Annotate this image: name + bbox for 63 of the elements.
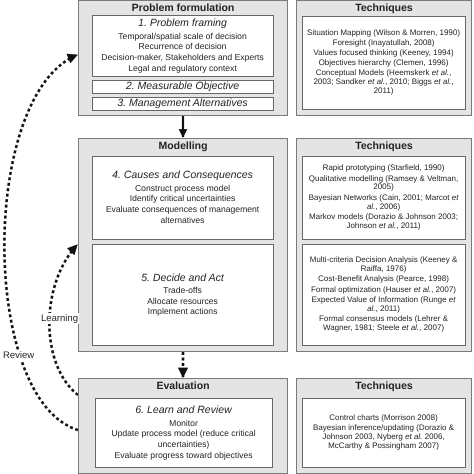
step-item: Construct process model bbox=[134, 182, 230, 194]
step-item: Recurrence of decision bbox=[138, 41, 226, 52]
step-box bbox=[92, 14, 274, 76]
edge-label: Review bbox=[2, 350, 36, 361]
step-item: Evaluate consequences of management alternatives bbox=[104, 204, 260, 226]
technique-citation: Cost-Benefit Analysis (Pearce, 1998) bbox=[318, 275, 449, 284]
step-title: 6. Learn and Review bbox=[135, 404, 232, 418]
panel-title: Evaluation bbox=[155, 380, 211, 392]
technique-citation: Values focused thinking (Keeney, 1994) bbox=[313, 49, 454, 58]
step-title: 5. Decide and Act bbox=[141, 272, 224, 285]
step-box bbox=[92, 80, 274, 94]
technique-citation: Bayesian inference/updating (Dorazio & Johnson 2003, Nyberg et al. 2006, McCarthy & Possingham 2007) bbox=[312, 424, 455, 451]
step-box bbox=[92, 244, 274, 346]
step-title: 3. Management Alternatives bbox=[117, 96, 248, 110]
technique-citation: Formal optimization (Hauser et al., 2007) bbox=[311, 286, 456, 294]
panel-title: Techniques bbox=[354, 380, 414, 392]
step-item: Monitor bbox=[169, 418, 198, 428]
step-title: 4. Causes and Consequences bbox=[112, 169, 253, 183]
step-item: Update process model (reduce critical uncertainties) bbox=[110, 428, 257, 450]
technique-citation: Expected Value of Information (Runge et al., 2011) bbox=[310, 296, 457, 314]
step-item: Evaluate progress toward objectives bbox=[114, 450, 253, 461]
step-item: Allocate resources bbox=[147, 296, 218, 306]
stage-panel bbox=[296, 378, 472, 474]
step-title: 1. Problem framing bbox=[138, 17, 227, 31]
stage-panel bbox=[296, 138, 472, 352]
panel-title: Techniques bbox=[354, 140, 414, 152]
stage-panel bbox=[78, 138, 288, 352]
step-box bbox=[94, 398, 272, 468]
arrow bbox=[48, 244, 79, 396]
technique-citation: Markov models (Dorazio & Johnson 2003; Johnson et al., 2011) bbox=[308, 212, 459, 231]
step-box bbox=[92, 156, 274, 240]
technique-citation: Conceptual Models (Heemskerk et al., 2003; Sandker et al., 2010; Biggs et al., 2011) bbox=[312, 69, 455, 96]
stage-panel bbox=[296, 0, 472, 116]
arrow bbox=[3, 54, 79, 432]
step-item: Legal and regulatory context bbox=[128, 62, 237, 74]
step-box bbox=[92, 96, 274, 110]
techniques-box bbox=[302, 398, 466, 468]
panel-title: Problem formulation bbox=[130, 2, 236, 14]
technique-citation: Objectives hierarchy (Clemen, 1996) bbox=[318, 59, 448, 68]
technique-citation: Qualitative modelling (Ramsey & Veltman, 2005) bbox=[308, 174, 460, 192]
arrow bbox=[178, 352, 188, 378]
technique-citation: Formal consensus models (Lehrer & Wagner, 1981; Steele et al., 2007) bbox=[318, 314, 449, 333]
panel-title: Techniques bbox=[354, 2, 414, 14]
step-item: Decision-maker, Stakeholders and Experts bbox=[101, 52, 264, 63]
technique-citation: Situation Mapping (Wilson & Morren, 1990) bbox=[307, 28, 460, 38]
technique-citation: Control charts (Morrison 2008) bbox=[329, 414, 438, 423]
technique-citation: Rapid prototyping (Starfield, 1990) bbox=[322, 164, 444, 174]
technique-citation: Foresight (Inayatullah, 2008) bbox=[332, 38, 434, 48]
step-title: 2. Measurable Objective bbox=[126, 80, 240, 94]
step-item: Temporal/spatial scale of decision bbox=[118, 30, 247, 42]
step-item: Identify critical uncertainties bbox=[130, 193, 236, 204]
edge-label: Learning bbox=[40, 313, 79, 324]
technique-citation: Bayesian Networks (Cain, 2001; Marcot et al., 2006) bbox=[308, 194, 460, 212]
stage-panel bbox=[78, 378, 288, 474]
step-item: Trade-offs bbox=[163, 284, 202, 296]
techniques-box bbox=[302, 156, 466, 240]
arrow bbox=[178, 116, 188, 138]
techniques-box bbox=[302, 244, 466, 346]
technique-citation: Multi-criteria Decision Analysis (Keeney & Raiffa, 1976) bbox=[308, 256, 458, 274]
panel-title: Modelling bbox=[158, 140, 208, 152]
stage-panel bbox=[78, 0, 288, 116]
techniques-box bbox=[302, 16, 466, 110]
step-item: Implement actions bbox=[148, 306, 218, 318]
